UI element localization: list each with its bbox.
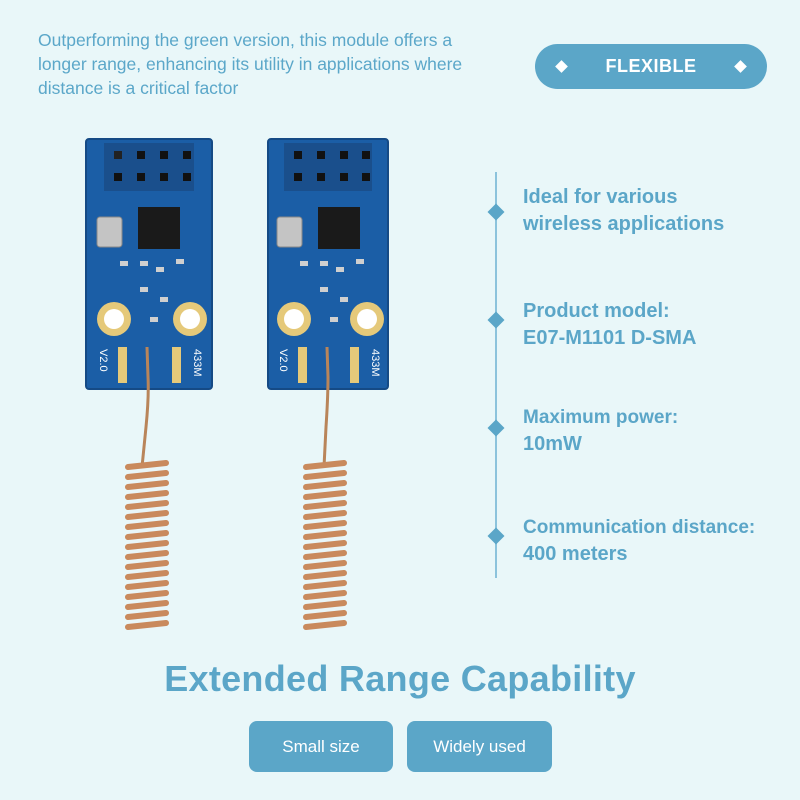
antenna-coil <box>303 460 347 630</box>
solder-pad <box>350 347 359 383</box>
rf-chip <box>138 207 180 249</box>
feature-line: Ideal for various <box>523 186 678 208</box>
feature-max-power: Maximum power: 10mW <box>523 404 678 458</box>
feature-value: 400 meters <box>523 543 628 565</box>
solder-pad <box>118 347 127 383</box>
timeline-diamond-icon <box>487 419 505 437</box>
antenna-coil <box>125 460 169 630</box>
antenna-wire <box>322 346 330 468</box>
feature-applications: Ideal for various wireless applications <box>523 184 724 238</box>
feature-value: 10mW <box>523 433 582 455</box>
flexible-badge: FLEXIBLE <box>535 44 767 89</box>
feature-label: Communication distance: <box>523 517 756 538</box>
headline: Extended Range Capability <box>164 658 636 699</box>
crystal <box>276 216 303 248</box>
rf-module-right: V2.0 433M <box>267 138 389 630</box>
smd-components <box>120 259 184 322</box>
tag-widely-used: Widely used <box>407 721 552 772</box>
diamond-icon <box>734 60 747 73</box>
antenna-wire <box>140 346 150 468</box>
rf-chip <box>318 207 360 249</box>
diamond-icon <box>555 60 568 73</box>
feature-label: Product model: <box>523 300 670 322</box>
feature-line: wireless applications <box>523 213 725 235</box>
tag-small-size: Small size <box>249 721 393 772</box>
frequency-silk: 433M <box>369 349 381 377</box>
feature-value: E07-M1101 D-SMA <box>523 327 697 349</box>
badge-label: FLEXIBLE <box>605 56 697 76</box>
version-silk: V2.0 <box>97 349 109 372</box>
timeline-diamond-icon <box>487 203 505 221</box>
solder-pad <box>172 347 181 383</box>
smd-components <box>300 259 364 322</box>
feature-product-model: Product model: E07-M1101 D-SMA <box>523 298 696 352</box>
timeline-diamond-icon <box>487 527 505 545</box>
pin-header <box>284 143 372 191</box>
crystal <box>96 216 123 248</box>
solder-pad <box>298 347 307 383</box>
frequency-silk: 433M <box>191 349 203 377</box>
timeline-line <box>495 172 497 578</box>
version-silk: V2.0 <box>277 349 289 372</box>
rf-module-left: V2.0 433M <box>85 138 213 630</box>
intro-text: Outperforming the green version, this mo… <box>38 30 463 98</box>
timeline-diamond-icon <box>487 311 505 329</box>
feature-label: Maximum power: <box>523 407 679 428</box>
pin-header <box>104 143 194 191</box>
feature-distance: Communication distance: 400 meters <box>523 514 755 568</box>
